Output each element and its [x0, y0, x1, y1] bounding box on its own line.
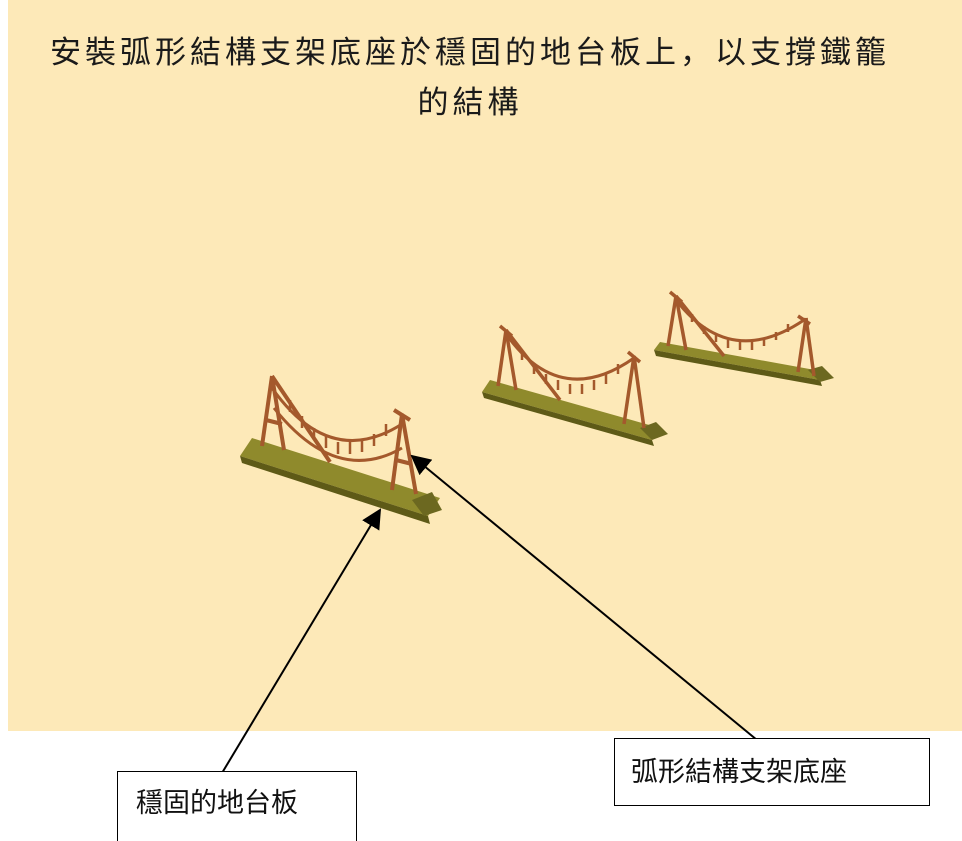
support-unit-middle — [482, 324, 668, 446]
arc-hangers — [520, 350, 620, 394]
left-tower — [260, 374, 332, 464]
diagram-panel — [8, 0, 962, 731]
floor-plate-top — [240, 438, 440, 516]
arc-cable-lower — [272, 407, 403, 462]
floor-plate-side — [240, 456, 430, 524]
right-tower — [390, 408, 418, 495]
right-tower — [796, 314, 816, 377]
floor-plate-top — [654, 342, 826, 380]
left-tower — [496, 324, 562, 402]
diagram-title: 安裝弧形結構支架底座於穩固的地台板上，以支撐鐵籠的結構 — [50, 35, 890, 121]
label-floor-plate: 穩固的地台板 — [117, 771, 357, 841]
left-tower — [666, 290, 726, 358]
support-unit-back — [654, 290, 834, 386]
arc-hangers — [690, 314, 790, 350]
floor-plate-side — [482, 392, 654, 446]
arrow-to-floor-plate — [221, 508, 382, 774]
floor-plate-lip — [412, 492, 442, 516]
arc-hangers — [288, 400, 388, 454]
floor-plate-side — [654, 350, 822, 386]
label-arc-bracket-base: 弧形結構支架底座 — [614, 738, 930, 806]
right-tower — [622, 350, 646, 429]
floor-plate-lip — [640, 422, 668, 440]
arc-cable — [270, 387, 403, 442]
support-unit-front — [240, 374, 442, 524]
arrow-to-bracket-base — [410, 454, 758, 741]
floor-plate-top — [482, 380, 660, 440]
